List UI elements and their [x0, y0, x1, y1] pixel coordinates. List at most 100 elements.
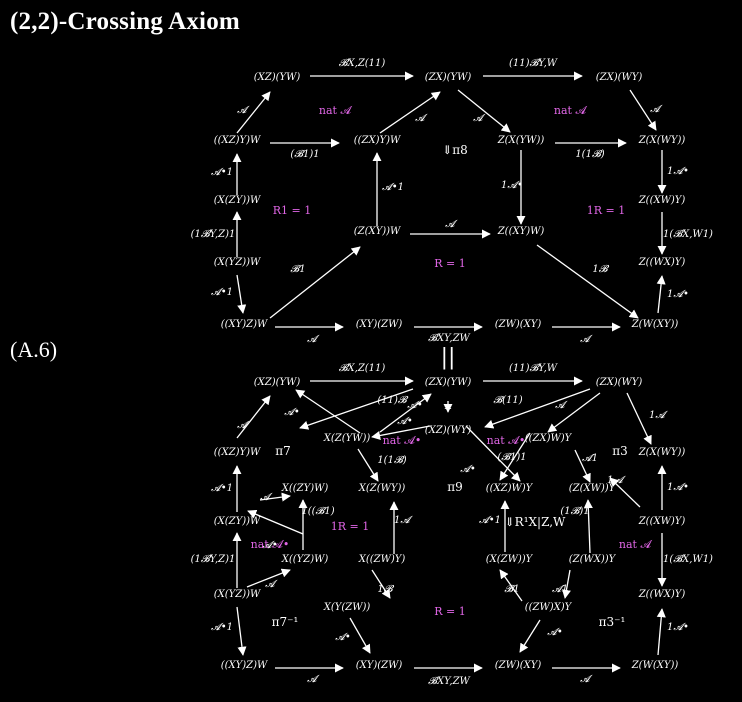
- bottom-arrow-label-e1: 𝓑X,Z(11): [339, 363, 386, 374]
- bottom-arrow-label-e3: (11)𝓑: [377, 395, 409, 406]
- top-arrow-e6: [457, 89, 511, 133]
- bottom-node-n19: (X(YZ))W: [214, 589, 261, 600]
- bottom-arrow-label-e30: 𝓐1: [552, 584, 568, 595]
- diagram-arrows: [232, 71, 667, 673]
- top-node-n1: (XZ)(YW): [254, 72, 301, 83]
- bottom-node-n23: ((XY)Z)W: [221, 660, 268, 671]
- bottom-arrow-label-e12: 𝓐•: [397, 416, 413, 427]
- top-node-n5: ((ZX)Y)W: [354, 135, 401, 146]
- bottom-arrow-e32: [349, 617, 371, 654]
- bottom-arrow-e21: [583, 499, 593, 554]
- top-arrow-label-e12: 1𝓐•: [667, 166, 689, 177]
- bottom-node-n1: (XZ)(YW): [254, 377, 301, 388]
- bottom-cell-c11: π7⁻¹: [272, 615, 299, 629]
- bottom-arrow-e9: [547, 392, 601, 433]
- bottom-arrow-e29: [499, 569, 523, 602]
- top-arrow-label-e10: 𝓐•1: [382, 182, 404, 193]
- bottom-node-n2: (ZX)(YW): [425, 377, 472, 388]
- bottom-cell-c2: nat 𝓐•: [383, 434, 422, 447]
- top-arrow-e5: [379, 91, 441, 134]
- bottom-node-n9: X((ZY)W): [281, 483, 329, 494]
- bottom-arrow-label-e26: 1(𝓑X,W1): [663, 554, 713, 565]
- bottom-cell-c1: π7: [275, 444, 291, 458]
- bottom-arrow-e34: [656, 608, 666, 656]
- top-cell-c2: nat 𝓐: [554, 104, 588, 117]
- bottom-arrow-label-e28: 1𝓑: [377, 584, 394, 595]
- bottom-arrow-label-e8: 𝓐•: [407, 400, 423, 411]
- bottom-arrow-label-e7: 𝓐•: [284, 407, 300, 418]
- top-arrow-label-e18: 1𝓑: [592, 264, 609, 275]
- top-arrow-label-e4: (𝓑1)1: [290, 149, 319, 160]
- bottom-cell-c6: 1R = 1: [331, 520, 370, 533]
- bottom-node-n12: (Z(XW))Y: [569, 483, 617, 494]
- bottom-arrow-e14: [499, 432, 531, 481]
- top-node-n15: (XY)(ZW): [356, 319, 403, 330]
- bottom-cell-c7: ⇓R¹X|Z,W: [505, 515, 566, 529]
- bottom-cell-c8: nat 𝓐•: [251, 538, 290, 551]
- top-arrow-label-e2: (11)𝓑Y,W: [509, 58, 558, 69]
- bottom-arrow-label-e9: 𝓐: [555, 400, 568, 411]
- top-node-n9: Z((XW)Y): [638, 195, 686, 206]
- top-arrow-e18: [536, 244, 639, 319]
- bottom-arrow-label-e14: (𝓑1)1: [497, 452, 526, 463]
- bottom-arrow-label-e34: 1𝓐•: [667, 622, 689, 633]
- page-title: (2,2)-Crossing Axiom: [10, 8, 240, 35]
- top-node-n14: ((XY)Z)W: [221, 319, 268, 330]
- bottom-arrow-label-e23: (1𝓑Y,Z)1: [191, 554, 236, 565]
- top-arrow-label-e1: 𝓑X,Z(11): [339, 58, 386, 69]
- bottom-arrow-label-e27: 1𝓐: [607, 475, 626, 486]
- bottom-arrow-label-e18: 1((𝓑1): [301, 506, 334, 517]
- top-arrow-label-e3: 𝓐: [237, 105, 250, 116]
- top-cell-c6: R = 1: [434, 257, 466, 270]
- bottom-node-n10: X(Z(WY)): [358, 483, 406, 494]
- bottom-cell-c5: π9: [447, 480, 463, 494]
- bottom-arrow-label-e17: 𝓐: [260, 492, 273, 503]
- top-node-n12: (X(YZ))W: [214, 257, 261, 268]
- bottom-arrow-label-e20: 𝓐•1: [479, 515, 501, 526]
- bottom-node-n22: Z((WX)Y): [638, 589, 686, 600]
- bottom-arrow-e13: [465, 425, 521, 482]
- top-cell-c5: 1R = 1: [587, 204, 626, 217]
- top-arrow-label-e7: 1(1𝓑): [575, 149, 604, 160]
- top-node-n16: (ZW)(XY): [495, 319, 542, 330]
- top-arrow-label-e13: (1𝓑Y,Z)1: [191, 229, 236, 240]
- bottom-node-n26: Z(W(XY)): [631, 660, 679, 671]
- top-arrow-label-e17: 𝓑1: [290, 264, 305, 275]
- bottom-arrow-label-e36: 𝓑XY,ZW: [428, 676, 470, 687]
- bottom-node-n16: X((ZW)Y): [358, 554, 406, 565]
- bottom-arrow-label-e37: 𝓐: [580, 674, 593, 685]
- top-node-n7: Z(X(WY)): [638, 135, 686, 146]
- bottom-arrow-e7: [295, 389, 361, 434]
- equals-sign: ||: [441, 345, 456, 370]
- top-arrow-label-e5: 𝓐: [415, 113, 428, 124]
- bottom-arrow-e25: [247, 509, 304, 535]
- top-node-n13: Z((WX)Y): [638, 257, 686, 268]
- top-arrow-label-e19: 1𝓐•: [667, 289, 689, 300]
- bottom-arrow-label-e2: (11)𝓑Y,W: [509, 363, 558, 374]
- bottom-node-n25: (ZW)(XY): [495, 660, 542, 671]
- bottom-arrow-label-e35: 𝓐: [307, 674, 320, 685]
- top-arrow-e8: [629, 89, 657, 131]
- bottom-arrow-e15: [574, 449, 591, 483]
- bottom-node-n21: ((ZW)X)Y: [525, 602, 573, 613]
- bottom-arrow-label-e4: 𝓑(11): [493, 395, 522, 406]
- top-arrow-label-e20: 𝓐: [307, 334, 320, 345]
- equation-label: (A.6): [10, 337, 58, 362]
- bottom-arrow-e12: [371, 425, 431, 440]
- bottom-arrow-e11: [357, 448, 379, 482]
- bottom-node-n3: (ZX)(WY): [596, 377, 643, 388]
- top-node-n4: ((XZ)Y)W: [214, 135, 261, 146]
- bottom-arrow-label-e5: =: [444, 403, 452, 414]
- bottom-arrow-e33: [519, 619, 541, 653]
- bottom-arrow-label-e11: 1(1𝓑): [377, 455, 406, 466]
- bottom-arrow-label-e15: 𝓐1: [582, 453, 598, 464]
- bottom-arrow-label-e32: 𝓐•: [335, 632, 351, 643]
- top-arrow-label-e8: 𝓐: [650, 104, 663, 115]
- top-arrow-label-e22: 𝓐: [580, 334, 593, 345]
- bottom-arrow-label-e29: 𝓑1: [504, 584, 519, 595]
- bottom-arrow-label-e13: 𝓐•: [460, 464, 476, 475]
- bottom-arrow-e27: [609, 477, 641, 508]
- top-node-n2: (ZX)(YW): [425, 72, 472, 83]
- bottom-arrow-label-e16: 𝓐•1: [211, 483, 233, 494]
